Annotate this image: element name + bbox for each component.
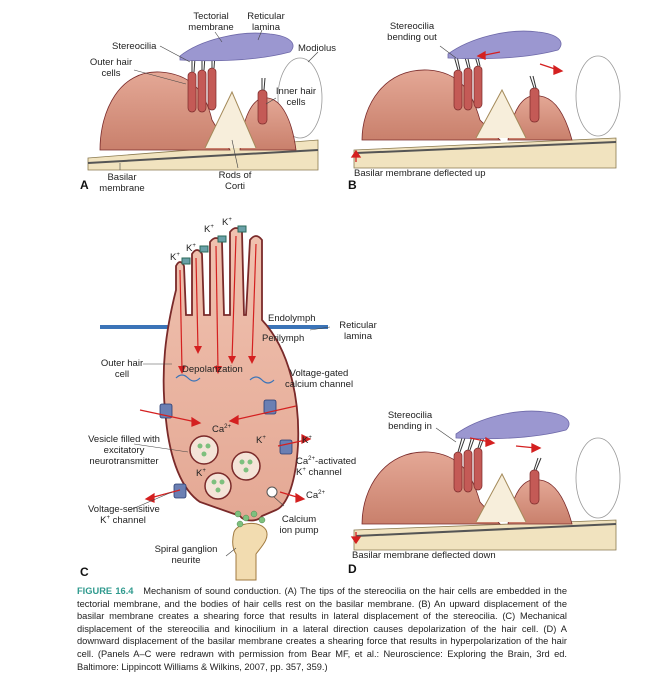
ca-ion-label: Ca2+	[212, 423, 231, 435]
basilar-membrane-line	[355, 523, 617, 537]
basilar-membrane-line	[87, 149, 319, 164]
ca-ion-label: Ca2+	[306, 489, 325, 501]
perilymph-label: Perilymph	[262, 333, 305, 344]
outer-hair-cell	[187, 71, 197, 113]
inner-hair-cell	[257, 89, 268, 125]
released-vesicles	[234, 510, 266, 528]
panel-c-letter: C	[80, 565, 89, 579]
k-ion-label: K+	[256, 434, 266, 446]
k-ion-label: K+	[204, 223, 214, 235]
bending-out-label: Stereocilia bending out	[387, 21, 437, 43]
panel-c: K+ K+ K+ K+ Endolymph Reticular lamina P…	[0, 210, 390, 581]
vesicles	[189, 435, 261, 500]
leader-lines	[119, 29, 319, 170]
mechanotransduction-channels	[181, 225, 247, 265]
panel-a-letter: A	[80, 178, 89, 192]
red-arrows	[350, 50, 564, 162]
outer-hair-cells-label: Outer hair cells	[89, 57, 133, 79]
deflected-down-label: Basilar membrane deflected down	[352, 550, 496, 561]
k-ion-label: K+	[222, 216, 232, 228]
reticular-label: Reticular lamina	[247, 11, 285, 33]
panel-a-illustration	[87, 29, 323, 171]
tectorial-membrane	[179, 32, 294, 62]
caption-text: (A) The tips of the stereocilia on the h…	[77, 586, 567, 672]
tectorial-membrane	[455, 410, 570, 440]
outer-hair-cell	[197, 69, 207, 113]
stereocilia-label: Stereocilia	[112, 41, 157, 52]
caption-title: Mechanism of sound conduction.	[143, 586, 282, 596]
endolymph-label: Endolymph	[268, 313, 316, 324]
panel-d-letter: D	[348, 562, 357, 576]
deflected-up-label: Basilar membrane deflected up	[354, 168, 486, 179]
modiolus-shape	[277, 57, 323, 139]
k-ion-label: K+	[302, 434, 312, 446]
reticular-lamina-label: Reticular lamina	[339, 320, 377, 342]
leader-lines-c	[129, 326, 331, 557]
rods-of-corti	[204, 90, 257, 149]
outer-hair-cell-label: Outer hair cell	[100, 358, 144, 380]
outer-hair-cell	[207, 67, 217, 111]
k-influx-arrows	[179, 235, 257, 371]
panel-c-illustration	[100, 225, 331, 581]
tectorial-membrane	[447, 30, 562, 60]
modiolus-label: Modiolus	[298, 43, 337, 54]
depolarization-label: Depolarization	[182, 364, 243, 375]
k-ion-label: K+	[170, 251, 180, 263]
tectorial-label: Tectorial membrane	[188, 11, 234, 33]
k-ion-label: K+	[186, 242, 196, 254]
figure-caption: FIGURE 16.4 Mechanism of sound conductio…	[77, 585, 567, 673]
panel-d: Stereocilia bending in Basilar membrane …	[340, 400, 653, 580]
panel-b: Stereocilia bending out Basilar membrane…	[340, 0, 653, 200]
neurotransmitter-dots	[197, 443, 253, 493]
arrowheads	[178, 346, 256, 374]
vesicle-label: Vesicle filled with excitatory neurotran…	[88, 434, 160, 467]
figure-number: FIGURE 16.4	[77, 586, 134, 596]
k-ion-label: K+	[196, 467, 206, 479]
panel-a: Tectorial membrane Reticular lamina Ster…	[0, 0, 336, 200]
spiral-ganglion-label: Spiral ganglion neurite	[154, 544, 218, 566]
voltage-gated-label: Voltage-gated calcium channel	[284, 368, 354, 390]
rods-label: Rods of Corti	[218, 170, 252, 192]
inner-hair-cells-label: Inner hair cells	[275, 86, 317, 108]
basilar-membrane-line	[355, 141, 617, 154]
depolarization-wave	[175, 374, 201, 382]
red-arrows	[350, 436, 542, 545]
bending-in-label: Stereocilia bending in	[387, 410, 433, 432]
calcium-pump-label: Calcium ion pump	[279, 514, 319, 536]
panel-b-illustration	[350, 30, 621, 169]
spiral-ganglion-neurite	[232, 523, 268, 581]
basilar-label: Basilar membrane	[99, 172, 145, 194]
panel-b-letter: B	[348, 178, 357, 192]
panel-d-illustration	[350, 410, 621, 551]
calcium-pump	[266, 486, 278, 498]
ion-arrows	[139, 405, 312, 503]
